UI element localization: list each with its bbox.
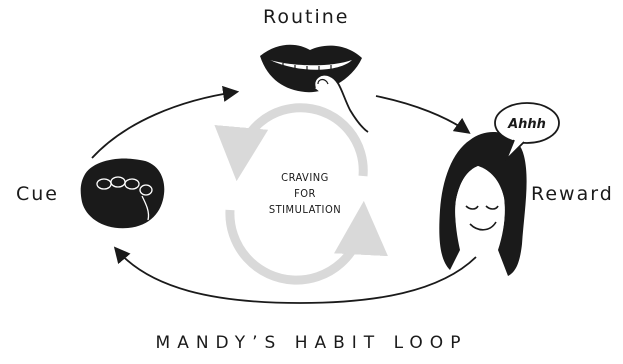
mouth-nail-biting-icon <box>260 44 369 133</box>
craving-line-2: FOR <box>294 187 316 200</box>
arrow-routine-to-reward <box>375 95 471 134</box>
speech-bubble-text: Ahhh <box>507 117 546 132</box>
arrow-reward-to-cue <box>113 246 477 304</box>
craving-line-1: CRAVING <box>281 171 329 184</box>
cue-label: Cue <box>16 183 59 205</box>
diagram-caption: MANDY’S HABIT LOOP <box>155 333 468 353</box>
craving-cycle-icon <box>214 103 388 285</box>
speech-bubble-icon: Ahhh <box>494 102 560 161</box>
craving-text: CRAVING FOR STIMULATION <box>249 170 361 218</box>
reward-label: Reward <box>531 183 614 205</box>
arrow-cue-to-routine <box>91 85 240 159</box>
smiling-face-icon <box>439 132 527 276</box>
routine-label: Routine <box>263 6 350 28</box>
fist-icon <box>80 158 165 229</box>
craving-line-3: STIMULATION <box>268 203 342 216</box>
